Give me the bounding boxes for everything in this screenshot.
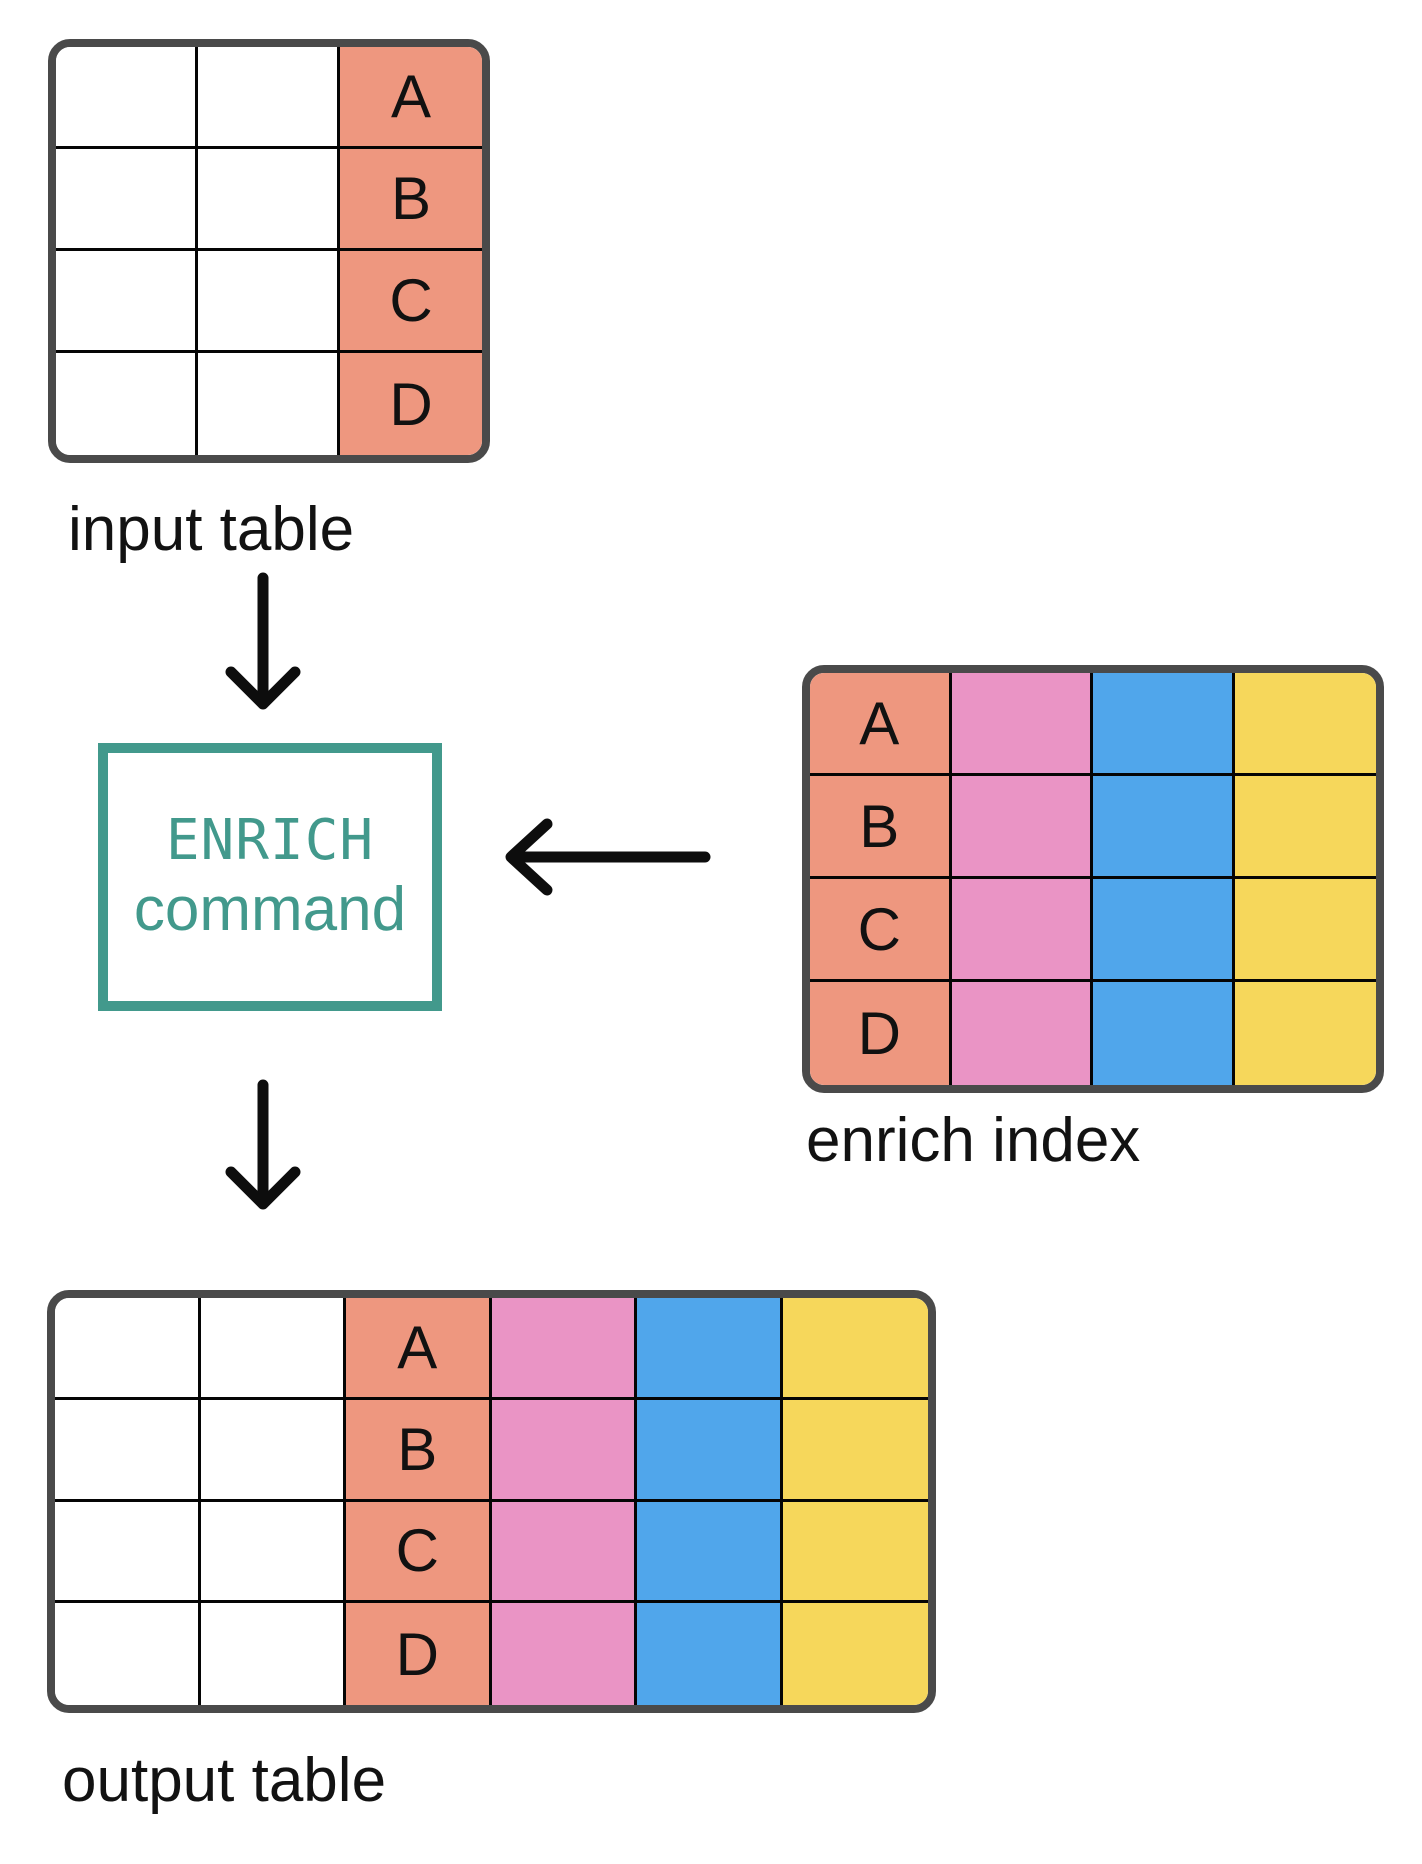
table-cell <box>1234 673 1376 776</box>
key-cell: C <box>810 879 952 982</box>
table-cell <box>951 776 1093 879</box>
enrich-index-table: A B C D <box>802 665 1384 1093</box>
key-cell: D <box>346 1603 492 1705</box>
table-cell <box>782 1603 928 1705</box>
input-table-label: input table <box>68 495 355 564</box>
table-cell <box>951 982 1093 1085</box>
table-cell <box>637 1399 783 1502</box>
table-cell <box>951 673 1093 776</box>
table-cell <box>55 1501 201 1604</box>
enrich-index-label: enrich index <box>806 1106 1141 1175</box>
output-table-label: output table <box>62 1746 387 1815</box>
key-cell: B <box>346 1399 492 1502</box>
table-cell <box>782 1298 928 1400</box>
key-cell: C <box>340 251 482 353</box>
table-cell <box>200 1298 346 1400</box>
table-cell <box>200 1501 346 1604</box>
table-cell <box>491 1399 637 1502</box>
input-table: A B C D <box>48 39 490 463</box>
table-cell <box>56 353 198 455</box>
table-cell <box>1234 879 1376 982</box>
table-cell <box>782 1501 928 1604</box>
output-table: A B C D <box>47 1290 936 1713</box>
table-cell <box>55 1603 201 1705</box>
key-cell: B <box>810 776 952 879</box>
table-cell <box>55 1298 201 1400</box>
table-cell <box>198 47 340 149</box>
table-cell <box>951 879 1093 982</box>
table-cell <box>637 1298 783 1400</box>
key-cell: B <box>340 149 482 251</box>
table-cell <box>491 1298 637 1400</box>
key-cell: D <box>810 982 952 1085</box>
table-cell <box>198 149 340 251</box>
table-cell <box>55 1399 201 1502</box>
arrow-left-index-to-command <box>505 818 711 896</box>
table-cell <box>198 251 340 353</box>
arrow-down-command-to-output <box>225 1079 301 1210</box>
table-cell <box>1093 673 1235 776</box>
table-cell <box>782 1399 928 1502</box>
table-cell <box>56 149 198 251</box>
table-cell <box>1234 776 1376 879</box>
table-cell <box>1093 879 1235 982</box>
key-cell: A <box>340 47 482 149</box>
table-cell <box>1093 982 1235 1085</box>
table-cell <box>491 1501 637 1604</box>
key-cell: A <box>346 1298 492 1400</box>
table-cell <box>1234 982 1376 1085</box>
key-cell: A <box>810 673 952 776</box>
table-cell <box>56 251 198 353</box>
table-cell <box>200 1603 346 1705</box>
enrich-command-subtitle: command <box>133 875 407 944</box>
table-cell <box>637 1603 783 1705</box>
table-cell <box>56 47 198 149</box>
enrich-command-title: ENRICH <box>165 808 375 873</box>
table-cell <box>200 1399 346 1502</box>
key-cell: D <box>340 353 482 455</box>
arrow-down-input-to-command <box>225 572 301 710</box>
table-cell <box>198 353 340 455</box>
key-cell: C <box>346 1501 492 1604</box>
table-cell <box>1093 776 1235 879</box>
enrich-command-box: ENRICH command <box>98 743 442 1011</box>
table-cell <box>491 1603 637 1705</box>
table-cell <box>637 1501 783 1604</box>
